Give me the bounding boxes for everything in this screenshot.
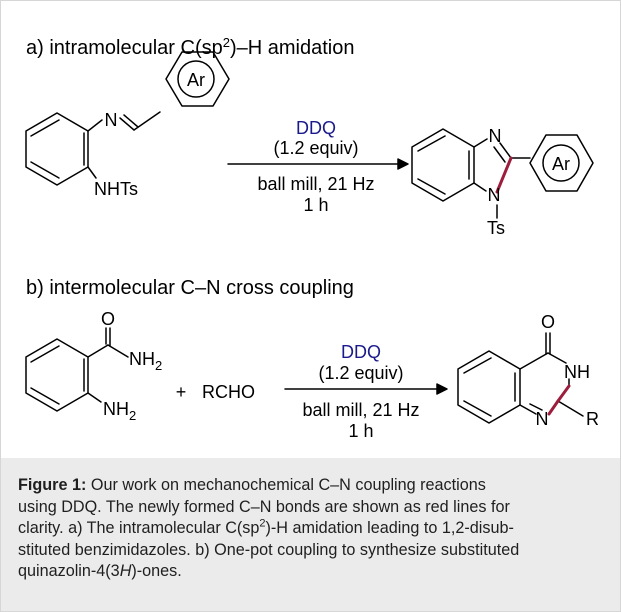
caption-label: Figure 1:	[18, 476, 87, 494]
scheme-a-sm-nhts: NHTs	[94, 179, 138, 199]
scheme-b-starting-material	[25, 327, 129, 412]
scheme-b-sm-nh2-bottom: NH2	[103, 399, 136, 423]
scheme-a-starting-material	[25, 51, 230, 186]
scheme-a-sm-ar: Ar	[187, 70, 205, 90]
scheme-a-condition-1: ball mill, 21 Hz	[257, 174, 374, 194]
caption-line-1: Figure 1: Our work on mechanochemical C–…	[18, 476, 486, 494]
scheme-a-product	[411, 128, 594, 219]
scheme-a-new-bond	[495, 156, 513, 194]
scheme-b-product	[457, 332, 584, 424]
scheme-a-product-ar: Ar	[552, 154, 570, 174]
scheme-a-sm-n: N	[105, 110, 118, 130]
scheme-b-new-bond	[547, 399, 560, 416]
caption-line-4: stituted benzimidazoles. b) One-pot coup…	[18, 540, 520, 559]
scheme-a-reagent: DDQ	[296, 118, 336, 138]
scheme-b-product-o: O	[541, 312, 555, 332]
scheme-b-product-n: N	[536, 409, 549, 429]
scheme-b-sm-o: O	[101, 309, 115, 329]
scheme-b-sm-nh2-top: NH2	[129, 349, 162, 373]
figure-caption: Figure 1: Our work on mechanochemical C–…	[1, 458, 620, 611]
scheme-b-product-r: R	[586, 409, 599, 429]
reaction-scheme: a) intramolecular C(sp2)–H amidation N A…	[25, 35, 599, 441]
scheme-b-product-nh: NH	[564, 362, 590, 382]
scheme-a-amount: (1.2 equiv)	[273, 138, 358, 158]
caption-line-3: clarity. a) The intramolecular C(sp2)-H …	[18, 517, 514, 538]
scheme-b-plus: +	[176, 382, 187, 402]
scheme-b-heading: b) intermolecular C–N cross coupling	[26, 277, 354, 299]
caption-line-5: quinazolin-4(3H)-ones.	[18, 562, 182, 581]
scheme-b-condition-2: 1 h	[348, 421, 373, 441]
scheme-a-condition-2: 1 h	[303, 195, 328, 215]
scheme-b-reagent: DDQ	[341, 342, 381, 362]
scheme-b-condition-1: ball mill, 21 Hz	[302, 400, 419, 420]
scheme-a-product-n1: N	[489, 126, 502, 146]
scheme-b-arrow	[284, 383, 448, 395]
scheme-a-arrow	[227, 158, 409, 170]
scheme-a-product-ts: Ts	[487, 218, 505, 238]
scheme-b-new-bond-2	[556, 384, 571, 403]
scheme-b-rcho: RCHO	[202, 382, 255, 402]
scheme-a-product-n2: N	[488, 185, 501, 205]
scheme-a-heading: a) intramolecular C(sp2)–H amidation	[26, 35, 354, 59]
scheme-b-amount: (1.2 equiv)	[318, 363, 403, 383]
caption-line-2: using DDQ. The newly formed C–N bonds ar…	[18, 497, 510, 516]
